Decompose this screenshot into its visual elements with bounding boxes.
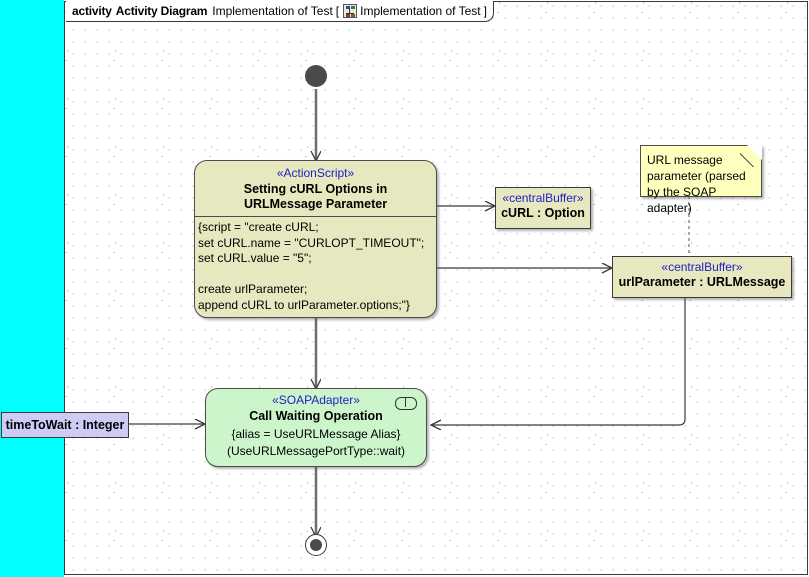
soap-alias-line: {alias = UseURLMessage Alias} (231, 427, 401, 441)
action-separator (195, 216, 436, 217)
central-buffer-curl[interactable]: «centralBuffer» cURL : Option (495, 187, 591, 229)
activity-parameter-node-timetowait[interactable]: timeToWait : Integer (1, 412, 129, 438)
pin-port-icon (395, 397, 417, 410)
action-body-script: {script = "create cURL; set cURL.name = … (198, 220, 425, 312)
note-comment[interactable]: URL message parameter (parsed by the SOA… (640, 145, 762, 215)
activity-final-node-center (310, 539, 322, 551)
action-node-setting-curl-options[interactable]: «ActionScript» Setting cURL Options in U… (194, 160, 437, 318)
frame-context-name: Implementation of Test (360, 4, 481, 18)
action-name: Setting cURL Options in URLMessage Param… (243, 182, 388, 211)
note-fold-line (740, 145, 762, 167)
buffer-curl-name: cURL : Option (501, 206, 585, 220)
frame-keyword: activity (72, 4, 112, 18)
frame-bracket-close: ] (483, 4, 487, 18)
soap-stereotype: «SOAPAdapter» (272, 393, 360, 407)
buffer-curl-stereotype: «centralBuffer» (502, 191, 584, 205)
frame-name: Implementation of Test (212, 4, 333, 18)
frame-diagram-type: Activity Diagram (115, 4, 208, 18)
selection-band (0, 0, 64, 577)
soap-operation-line: (UseURLMessagePortType::wait) (226, 444, 406, 458)
frame-title-tab: activity Activity Diagram Implementation… (66, 1, 494, 22)
action-node-call-waiting-operation[interactable]: «SOAPAdapter» Call Waiting Operation {al… (205, 388, 427, 467)
parameter-timetowait-label: timeToWait : Integer (5, 418, 125, 432)
frame-bracket-open: [ (335, 4, 340, 18)
soap-name: Call Waiting Operation (249, 409, 383, 423)
buffer-urlparameter-name: urlParameter : URLMessage (618, 275, 786, 289)
initial-node[interactable] (305, 65, 327, 87)
action-stereotype: «ActionScript» (276, 166, 355, 180)
diagram-tree-icon (343, 4, 358, 18)
central-buffer-urlparameter[interactable]: «centralBuffer» urlParameter : URLMessag… (612, 256, 792, 298)
note-text: URL message parameter (parsed by the SOA… (647, 153, 746, 215)
buffer-urlparameter-stereotype: «centralBuffer» (661, 260, 743, 274)
